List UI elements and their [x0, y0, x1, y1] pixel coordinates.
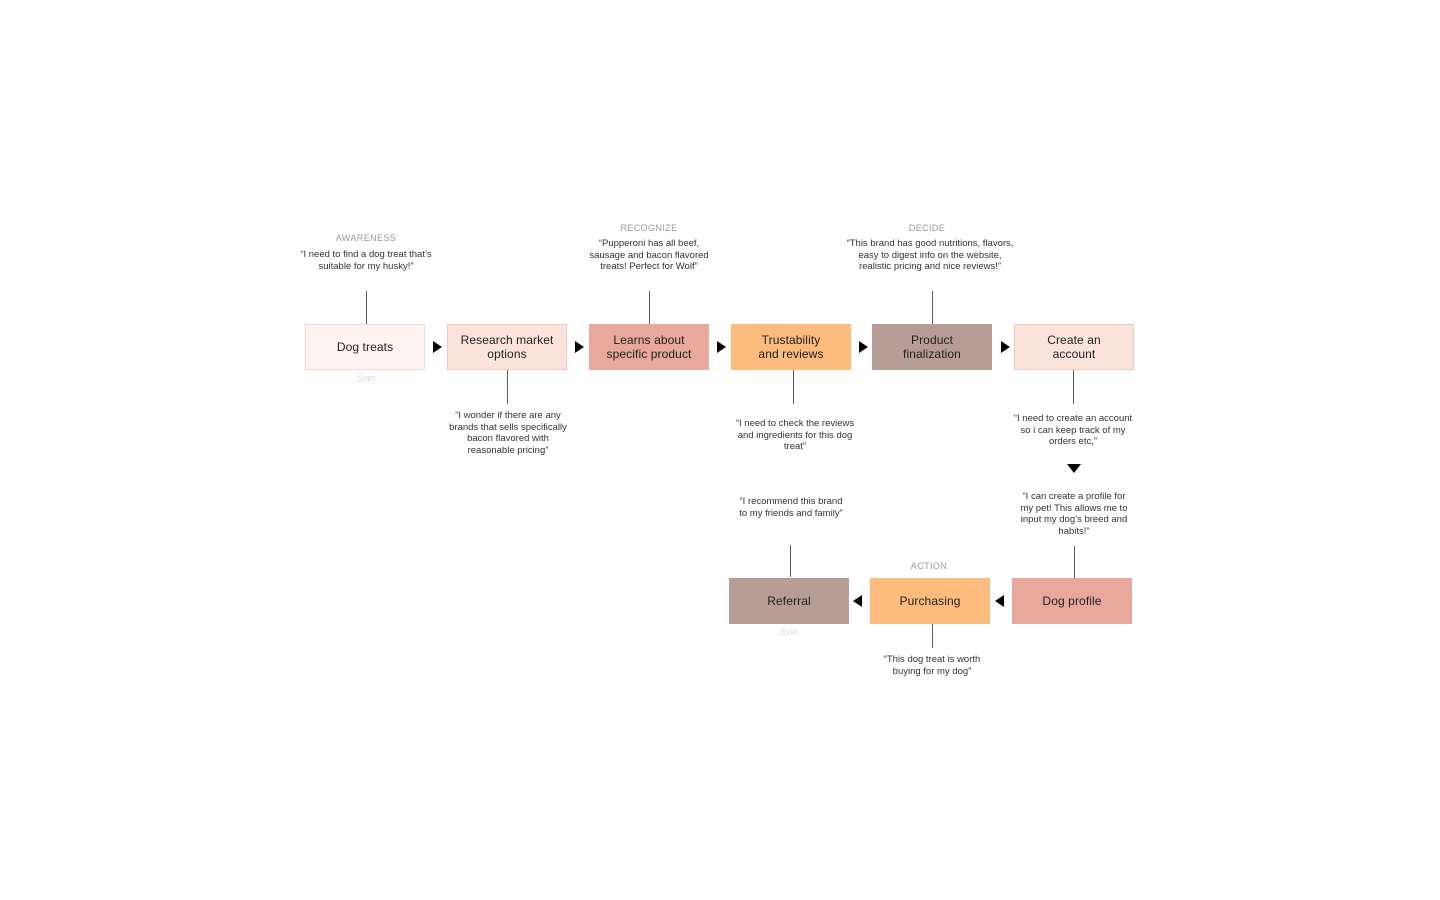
connector-line: [1074, 546, 1075, 578]
quote-recognize: “Pupperoni has all beef, sausage and bac…: [589, 238, 709, 272]
step-purchasing: Purchasing: [870, 578, 990, 624]
arrow-right-icon: [717, 341, 726, 353]
start-marker: Start: [356, 373, 376, 383]
step-label: Dog treats: [336, 340, 394, 354]
connector-line: [366, 291, 367, 324]
step-label: Learns about specific product: [606, 333, 692, 361]
arrow-right-icon: [859, 341, 868, 353]
connector-line: [932, 291, 933, 324]
stage-label-awareness: AWARENESS: [335, 233, 397, 243]
arrow-left-icon: [853, 595, 862, 607]
step-create-account: Create an account: [1014, 324, 1134, 370]
step-research-market-options: Research market options: [447, 324, 567, 370]
connector-line: [649, 291, 650, 324]
quote-trust: “I need to check the reviews and ingredi…: [735, 418, 855, 452]
connector-line: [507, 370, 508, 404]
quote-awareness: “I need to find a dog treat that’s suita…: [300, 249, 432, 272]
step-label: Create an account: [1047, 333, 1101, 361]
arrow-right-icon: [1001, 341, 1010, 353]
step-dog-treats: Dog treats: [305, 324, 425, 370]
quote-purchasing: “This dog treat is worth buying for my d…: [883, 654, 981, 677]
step-label: Product finalization: [903, 333, 961, 361]
stage-label-decide: DECIDE: [908, 223, 946, 233]
quote-decide: “This brand has good nutritions, flavors…: [846, 238, 1014, 272]
connector-line: [932, 624, 933, 648]
step-label: Dog profile: [1042, 594, 1102, 608]
step-dog-profile: Dog profile: [1012, 578, 1132, 624]
arrow-right-icon: [433, 341, 442, 353]
quote-referral: “I recommend this brand to my friends an…: [739, 496, 843, 519]
step-product-finalization: Product finalization: [872, 324, 992, 370]
connector-line: [793, 370, 794, 404]
connector-line: [1073, 370, 1074, 404]
step-trustability-reviews: Trustability and reviews: [731, 324, 851, 370]
end-marker: End: [780, 627, 797, 637]
arrow-right-icon: [575, 341, 584, 353]
quote-research: “I wonder if there are any brands that s…: [449, 410, 567, 456]
arrow-down-icon: [1067, 464, 1081, 473]
step-label: Research market options: [460, 333, 554, 361]
quote-dog-profile: “I can create a profile for my pet! This…: [1020, 491, 1128, 537]
stage-label-recognize: RECOGNIZE: [620, 223, 678, 233]
step-learns-about-product: Learns about specific product: [589, 324, 709, 370]
step-label: Purchasing: [899, 594, 961, 608]
quote-create-account: “I need to create an account so i can ke…: [1013, 413, 1133, 447]
step-label: Referral: [767, 594, 811, 608]
stage-label-action: ACTION: [910, 561, 948, 571]
connector-line: [790, 545, 791, 577]
step-label: Trustability and reviews: [758, 333, 824, 361]
step-referral: Referral: [729, 578, 849, 624]
arrow-left-icon: [995, 595, 1004, 607]
